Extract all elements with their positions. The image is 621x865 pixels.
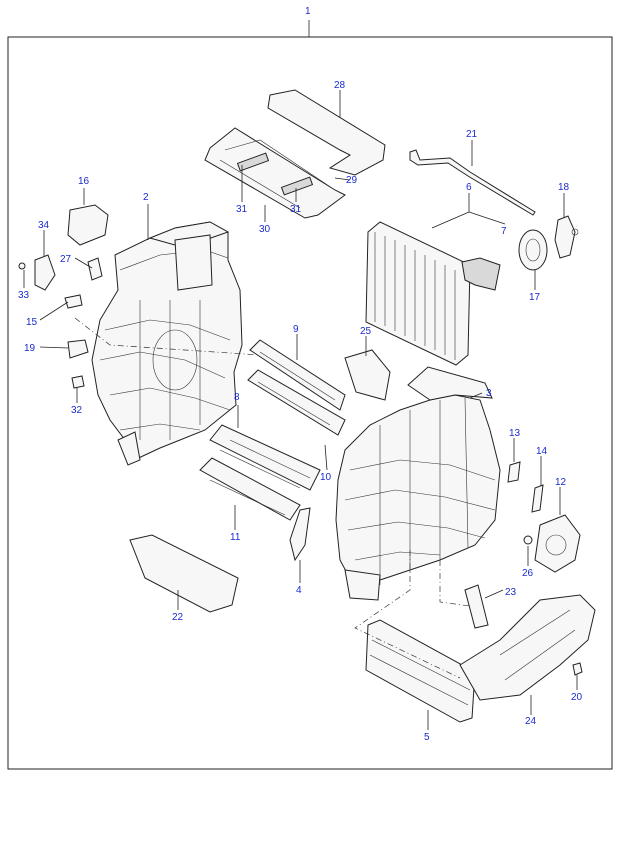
left-heater-housing bbox=[91, 221, 243, 466]
callout-34: 34 bbox=[38, 220, 50, 231]
callout-24: 24 bbox=[525, 716, 537, 727]
callout-20: 20 bbox=[571, 692, 583, 703]
callout-30: 30 bbox=[259, 224, 271, 235]
callout-4: 4 bbox=[296, 585, 302, 596]
callout-11: 11 bbox=[230, 532, 241, 543]
upper-cover-assembly bbox=[204, 89, 386, 219]
callout-27: 27 bbox=[60, 254, 72, 265]
door-assemblies bbox=[199, 339, 391, 521]
drain-tray bbox=[129, 534, 239, 613]
callout-25: 25 bbox=[360, 326, 372, 337]
callout-5: 5 bbox=[424, 732, 430, 743]
callout-21: 21 bbox=[466, 129, 478, 140]
callout-7: 7 bbox=[501, 226, 507, 237]
small-parts bbox=[18, 254, 583, 676]
callout-29: 29 bbox=[346, 175, 358, 186]
callout-26: 26 bbox=[522, 568, 534, 579]
actuator-16 bbox=[67, 204, 109, 246]
callout-31-left: 31 bbox=[236, 204, 248, 215]
callout-6: 6 bbox=[466, 182, 472, 193]
sensor-pipe bbox=[409, 149, 536, 216]
evaporator-core bbox=[365, 221, 501, 366]
callout-33: 33 bbox=[18, 290, 30, 301]
callout-17: 17 bbox=[529, 292, 541, 303]
callout-22: 22 bbox=[172, 612, 184, 623]
leader-lines bbox=[23, 90, 578, 730]
callout-13: 13 bbox=[509, 428, 521, 439]
callout-15: 15 bbox=[26, 317, 38, 328]
callout-31-right: 31 bbox=[290, 204, 302, 215]
actuator-motor bbox=[534, 514, 581, 573]
callout-2: 2 bbox=[143, 192, 149, 203]
callout-19: 19 bbox=[24, 343, 36, 354]
callout-28: 28 bbox=[334, 80, 346, 91]
callout-12: 12 bbox=[555, 477, 567, 488]
diagram-frame bbox=[7, 36, 613, 770]
callout-16: 16 bbox=[78, 176, 90, 187]
callout-1: 1 bbox=[305, 6, 311, 17]
callout-10: 10 bbox=[320, 472, 332, 483]
heater-duct bbox=[459, 594, 596, 701]
callout-32: 32 bbox=[71, 405, 83, 416]
callout-3: 3 bbox=[486, 388, 492, 399]
callout-18: 18 bbox=[558, 182, 570, 193]
alignment-dash-line-c bbox=[439, 560, 471, 607]
alignment-dash-line-a bbox=[74, 317, 261, 356]
callout-23: 23 bbox=[505, 587, 517, 598]
seal-parts bbox=[518, 215, 579, 271]
heater-core bbox=[365, 619, 476, 723]
callout-14: 14 bbox=[536, 446, 548, 457]
callout-9: 9 bbox=[293, 324, 299, 335]
callout-labels: 1 2 3 4 5 6 7 8 9 10 11 12 13 14 15 16 1… bbox=[18, 6, 583, 743]
right-heater-housing bbox=[335, 366, 501, 601]
callout-8: 8 bbox=[234, 392, 240, 403]
